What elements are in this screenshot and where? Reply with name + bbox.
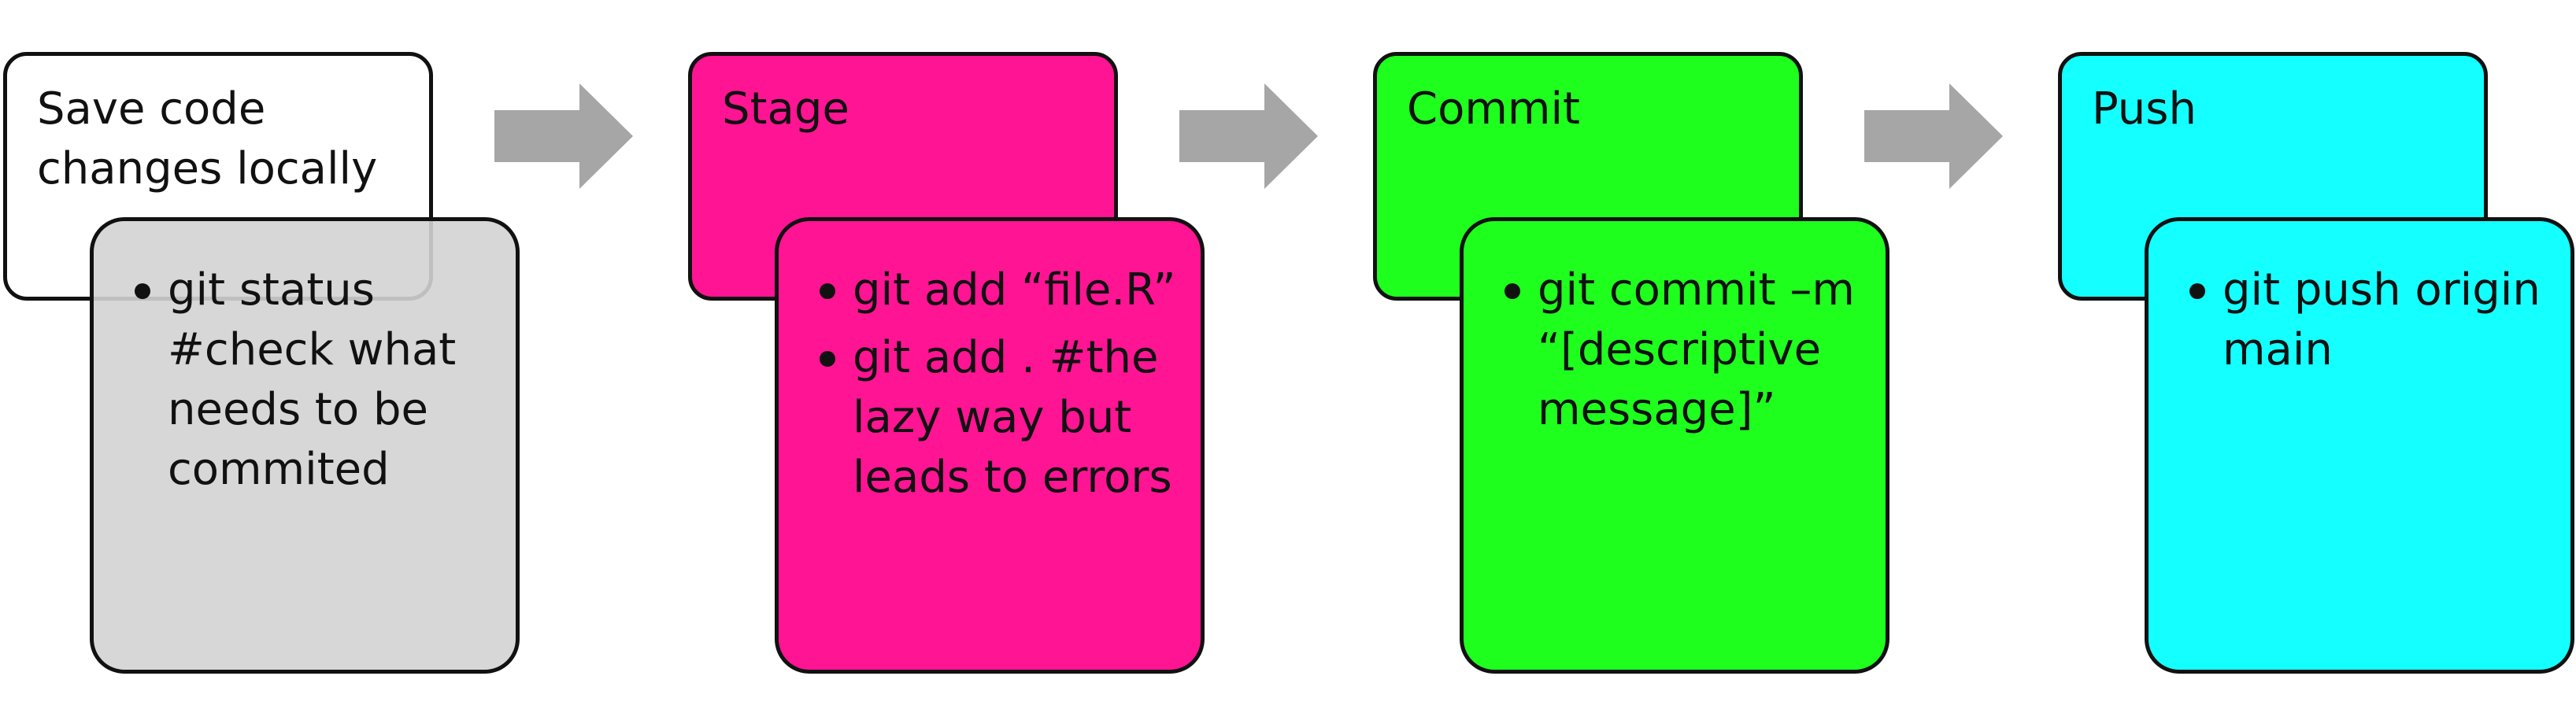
stage-item-text: git add “file.R”: [853, 264, 1176, 316]
commit-title: Commit: [1407, 83, 1580, 135]
commit-item-text: git commit –m “[descriptive message]”: [1538, 264, 1855, 435]
push-item: git push origin main: [2189, 260, 2552, 380]
bullet-icon: [2189, 283, 2205, 299]
commit-item: git commit –m “[descriptive message]”: [1505, 260, 1867, 440]
save-item-text: git status #check what needs to be commi…: [168, 264, 457, 495]
push-title: Push: [2092, 83, 2197, 135]
bullet-icon: [1505, 283, 1520, 299]
save-detail-box: git status #check what needs to be commi…: [90, 217, 520, 674]
push-detail-box: git push origin main: [2145, 217, 2574, 674]
bullet-icon: [135, 283, 150, 299]
save-item: git status #check what needs to be commi…: [135, 260, 497, 500]
stage-detail-list: git add “file.R” git add . #the lazy way…: [820, 260, 1182, 515]
stage-detail-box: git add “file.R” git add . #the lazy way…: [775, 217, 1205, 674]
bullet-icon: [820, 351, 835, 367]
stage-title: Stage: [722, 83, 849, 135]
save-title: Save code changes locally: [37, 83, 378, 194]
commit-detail-list: git commit –m “[descriptive message]”: [1505, 260, 1867, 448]
stage-item-text: git add . #the lazy way but leads to err…: [853, 332, 1172, 503]
stage-item: git add . #the lazy way but leads to err…: [820, 328, 1182, 508]
push-item-text: git push origin main: [2223, 264, 2541, 375]
right-arrow-icon: [494, 83, 633, 189]
right-arrow-icon: [1179, 83, 1318, 189]
push-detail-list: git push origin main: [2189, 260, 2552, 388]
save-detail-list: git status #check what needs to be commi…: [135, 260, 497, 508]
right-arrow-icon: [1864, 83, 2003, 189]
stage-item: git add “file.R”: [820, 260, 1182, 320]
commit-detail-box: git commit –m “[descriptive message]”: [1460, 217, 1889, 674]
bullet-icon: [820, 283, 835, 299]
